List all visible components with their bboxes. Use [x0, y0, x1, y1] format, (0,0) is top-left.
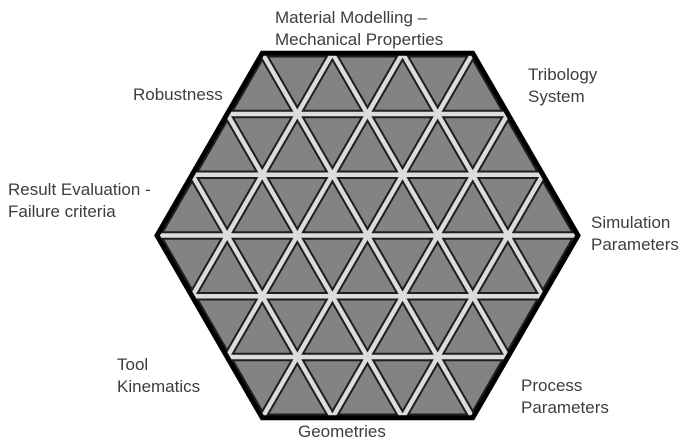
label-line: Material Modelling – — [275, 8, 428, 27]
label-line: Failure criteria — [8, 202, 116, 221]
label-simulation-parameters: Simulation Parameters — [591, 212, 679, 256]
label-line: Robustness — [133, 85, 223, 104]
label-line: Geometries — [298, 422, 386, 441]
label-result-evaluation: Result Evaluation - Failure criteria — [8, 179, 151, 223]
label-line: System — [528, 87, 585, 106]
label-line: Parameters — [591, 235, 679, 254]
label-line: Tribology — [528, 65, 598, 84]
label-line: Simulation — [591, 213, 671, 232]
label-line: Kinematics — [117, 377, 201, 396]
label-line: Parameters — [521, 398, 609, 417]
label-process-parameters: Process Parameters — [521, 375, 609, 419]
label-geometries: Geometries — [298, 421, 386, 443]
label-material-modelling: Material Modelling – Mechanical Properti… — [275, 7, 443, 51]
label-line: Tool — [117, 355, 149, 374]
label-line: Mechanical Properties — [275, 30, 444, 49]
label-line: Result Evaluation - — [8, 180, 151, 199]
label-tool-kinematics: Tool Kinematics — [117, 354, 200, 398]
label-tribology-system: Tribology System — [528, 64, 597, 108]
label-robustness: Robustness — [133, 84, 223, 106]
label-line: Process — [521, 376, 583, 395]
